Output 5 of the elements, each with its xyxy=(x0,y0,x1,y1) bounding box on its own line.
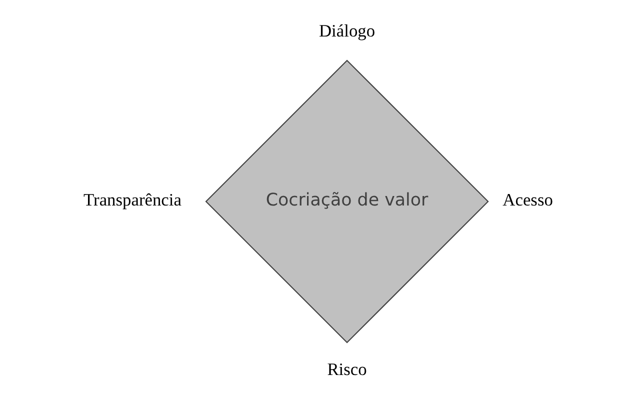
label: Acesso xyxy=(502,190,552,210)
label: Diálogo xyxy=(318,20,375,40)
label: Risco xyxy=(326,358,366,379)
label: Transparência xyxy=(83,190,181,210)
node-diamond: Cocriação de valor xyxy=(204,60,488,344)
